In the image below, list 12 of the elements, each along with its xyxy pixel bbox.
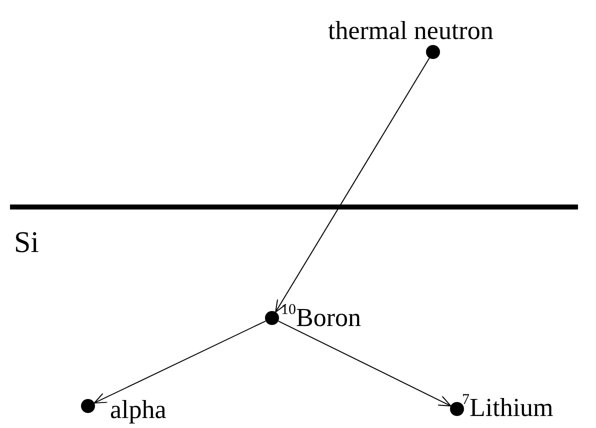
arrow [278, 320, 452, 406]
material-label: Si [14, 228, 40, 258]
particle-dot [81, 399, 95, 413]
particle-label: $^{7}$Lithium [462, 395, 554, 421]
particle-label: $^{10}$Boron [281, 305, 361, 331]
particle-dot [426, 45, 440, 59]
arrow [94, 320, 266, 404]
particle-label: thermal neutron [328, 18, 494, 44]
arrow [275, 58, 430, 312]
particle-label: alpha [110, 397, 166, 423]
particle-dot [265, 311, 279, 325]
particle-dot [450, 402, 464, 416]
